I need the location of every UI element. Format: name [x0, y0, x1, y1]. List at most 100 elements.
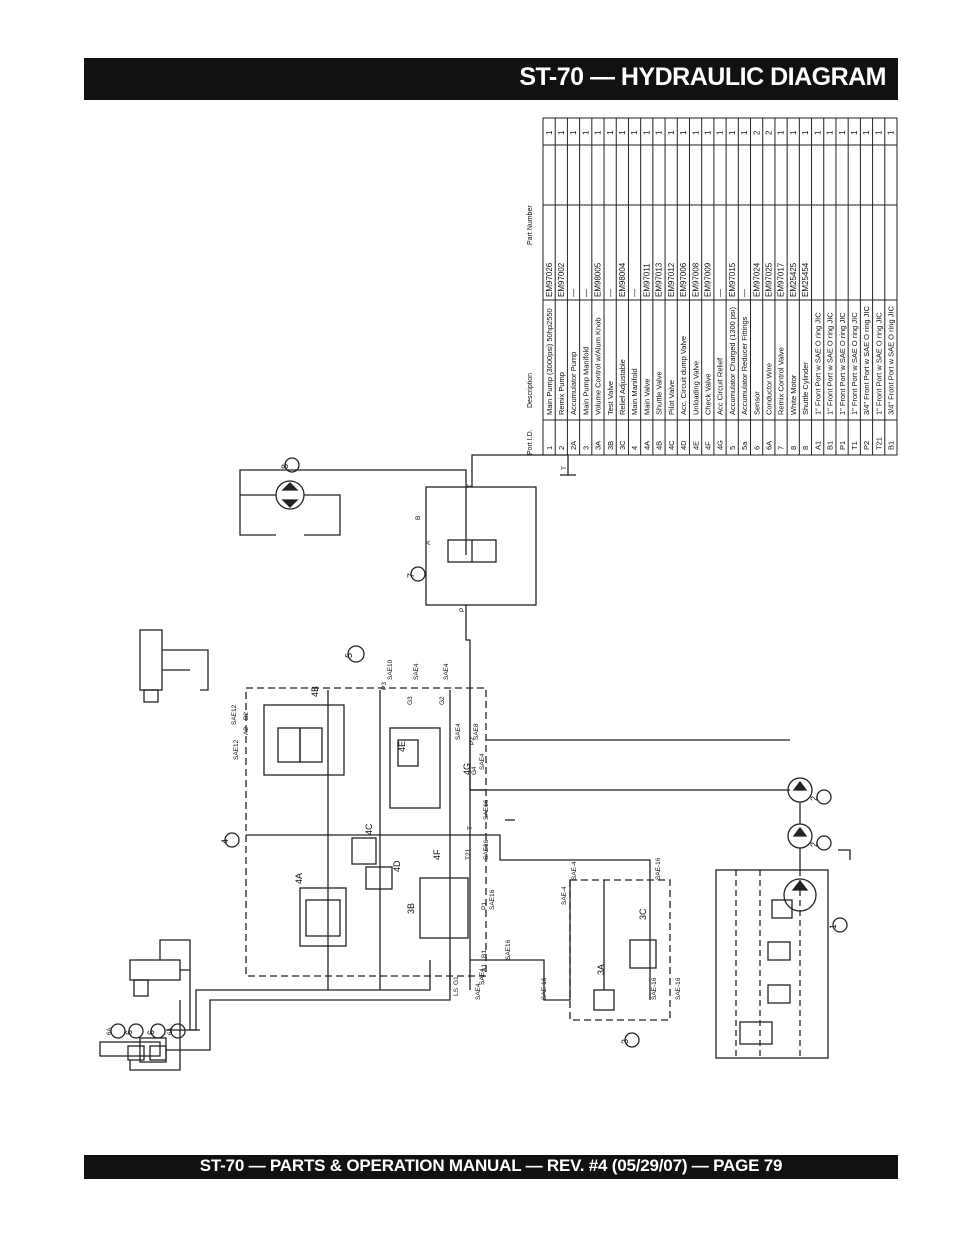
table-cell-description: Main Pump Manifold — [581, 347, 590, 415]
port-label: SAE4 — [475, 983, 482, 1000]
table-cell-port: 4G — [716, 440, 725, 450]
port-label: P1 — [481, 902, 488, 910]
port-label: SAE-16 — [541, 977, 548, 1000]
port-label: SAE-16 — [675, 977, 682, 1000]
table-cell-port: 4A — [642, 441, 651, 450]
callout-7: 7 — [406, 573, 416, 578]
callout-3: 3 — [620, 1039, 630, 1044]
port-label: SAE-4 — [571, 861, 578, 880]
table-cell-description: Accumulator Charged (1300 psi) — [728, 307, 737, 415]
table-cell-port: 3C — [618, 440, 627, 450]
table-cell-description: Test Valve — [606, 381, 615, 415]
table-cell-description: Acc. Circuit dump Valve — [679, 336, 688, 415]
table-cell-port: A1 — [813, 441, 822, 450]
port-label: A1 — [481, 964, 488, 972]
port-label: T21 — [465, 848, 472, 860]
table-cell-port: 3 — [581, 446, 590, 450]
table-cell-port: 4D — [679, 440, 688, 450]
table-cell-part-number: EM97012 — [667, 262, 676, 297]
port-label: SAE16 — [483, 799, 490, 820]
table-cell-description: Unloading Valve — [691, 361, 700, 415]
callout-5: 5 — [344, 653, 354, 658]
table-cell-port: B1 — [887, 441, 896, 450]
table-cell-description: 3/4" Front Port w SAE O ring JIC — [887, 305, 896, 415]
port-label: LS — [453, 987, 460, 996]
port-label: SAE4 — [443, 663, 450, 680]
port-label: P3 — [381, 682, 388, 690]
table-cell-qty: 1 — [728, 130, 737, 135]
component-label: 4G — [462, 763, 472, 775]
table-cell-qty: 1 — [691, 130, 700, 135]
table-cell-part-number: — — [740, 289, 749, 297]
table-cell-description: 1" Front Port w SAE O ring JIC — [850, 312, 859, 415]
table-cell-port: 2 — [557, 446, 566, 450]
table-cell-port: 4C — [667, 440, 676, 450]
callout-8: 8 — [280, 464, 290, 469]
table-cell-description: 3/4" Front Port w SAE O ring JIC — [862, 305, 871, 415]
table-cell-description: 1" Front Port w SAE O ring JIC — [813, 312, 822, 415]
table-cell-qty: 1 — [850, 130, 859, 135]
port-label: SAE4 — [479, 753, 486, 770]
table-cell-qty: 1 — [703, 130, 712, 135]
table-cell-description: Check Valve — [703, 373, 712, 415]
table-cell-qty: 1 — [618, 130, 627, 135]
callout-2: 2 — [809, 796, 819, 801]
table-cell-port: 2A — [569, 441, 578, 450]
port-label: SAE8 — [473, 723, 480, 740]
table-cell-part-number: EM97024 — [752, 262, 761, 297]
table-cell-port: 4 — [630, 446, 639, 450]
table-cell-qty: 1 — [874, 130, 883, 135]
table-cell-description: Main Valve — [642, 378, 651, 415]
table-cell-qty: 1 — [606, 130, 615, 135]
table-cell-description: White Motor — [789, 374, 798, 415]
table-cell-qty: 1 — [801, 130, 810, 135]
port-label: SAE10 — [387, 659, 394, 680]
table-cell-qty: 1 — [862, 130, 871, 135]
table-cell-qty: 1 — [789, 130, 798, 135]
port-label: T — [467, 484, 474, 488]
table-header-port: Port I.D. — [527, 429, 534, 455]
table-cell-part-number: — — [630, 289, 639, 297]
component-label: 3B — [406, 903, 416, 914]
port-label: SAE4 — [479, 968, 486, 985]
component-label: 4B — [310, 686, 320, 697]
table-cell-description: Accumulator Pump — [569, 352, 578, 415]
port-label: G4 — [471, 766, 478, 775]
port-label: B — [415, 516, 422, 520]
table-cell-part-number: — — [606, 289, 615, 297]
port-label: P2 — [469, 737, 476, 745]
callout-6: 6 — [124, 1030, 134, 1035]
table-cell-port: 3A — [594, 441, 603, 450]
table-cell-qty: 1 — [630, 130, 639, 135]
port-label: SAE-16 — [655, 857, 662, 880]
callout-6A: 6A — [168, 1028, 174, 1035]
table-cell-qty: 1 — [581, 130, 590, 135]
table-cell-port: 7 — [777, 446, 786, 450]
schematic-lines — [99, 454, 851, 1071]
table-cell-part-number: EM97008 — [691, 262, 700, 297]
table-cell-qty: 1 — [594, 130, 603, 135]
callout-4: 4 — [220, 839, 230, 844]
table-header-description: Description — [527, 373, 534, 408]
table-cell-part-number: — — [569, 289, 578, 297]
table-cell-qty: 1 — [838, 130, 847, 135]
callout-6: 6 — [146, 1030, 156, 1035]
table-cell-qty: 1 — [667, 130, 676, 135]
table-cell-description: Remix Pump — [557, 372, 566, 415]
table-cell-part-number: EM97009 — [703, 262, 712, 297]
table-cell-port: 5a — [740, 441, 749, 450]
table-cell-description: Pilot Valve — [667, 380, 676, 415]
header-bar: ST-70 — HYDRAULIC DIAGRAM — [84, 58, 898, 100]
component-label: 4D — [392, 860, 402, 872]
port-label: G3 — [407, 696, 414, 705]
parts-table-grid — [542, 117, 898, 456]
table-cell-part-number: EM97015 — [728, 262, 737, 297]
table-cell-qty: 1 — [642, 130, 651, 135]
table-cell-description: Remix Control Valve — [777, 347, 786, 415]
port-label: A2 — [243, 727, 250, 735]
table-cell-qty: 1 — [716, 130, 725, 135]
table-cell-description: Sensor — [752, 391, 761, 415]
table-cell-qty: 1 — [545, 130, 554, 135]
port-label: SAE-4 — [561, 886, 568, 905]
table-cell-port: 8 — [801, 446, 810, 450]
